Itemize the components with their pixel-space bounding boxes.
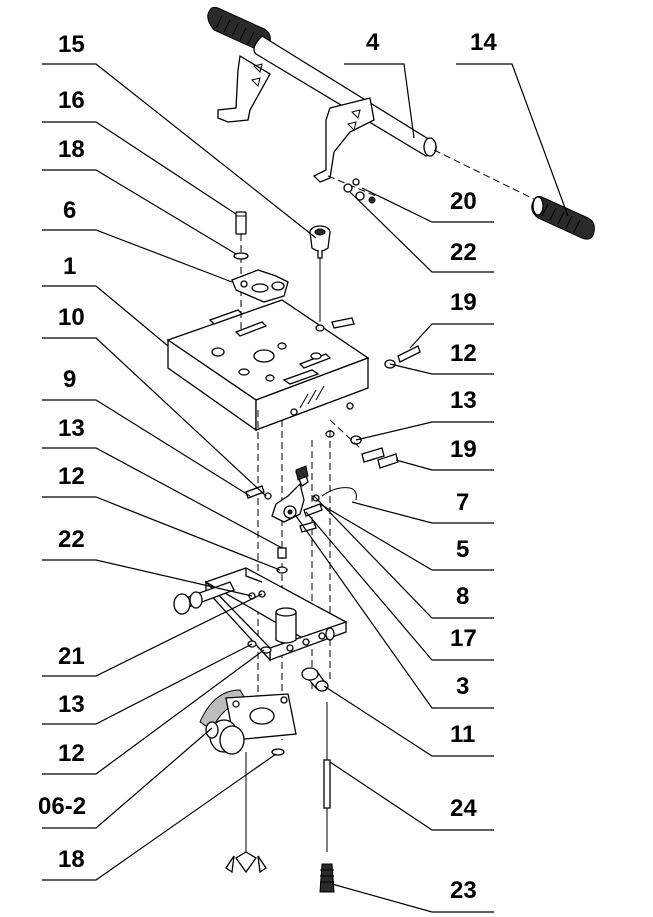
callout-20: 20	[450, 188, 477, 215]
callout-18: 18	[58, 136, 85, 163]
callout-12-a: 12	[58, 463, 85, 490]
callout-13-a: 13	[58, 415, 85, 442]
right-handle-bracket	[312, 97, 375, 183]
callout-4: 4	[366, 29, 380, 56]
callout-19-a: 19	[450, 289, 477, 316]
callout-6: 6	[63, 197, 76, 224]
control-knob	[309, 225, 331, 332]
callout-23: 23	[450, 877, 477, 904]
callout-24: 24	[450, 795, 477, 822]
callout-7: 7	[456, 489, 469, 516]
mounting-bracket	[173, 567, 348, 662]
right-grip	[531, 195, 595, 240]
leader-lines	[42, 63, 569, 913]
handlebar-assembly	[207, 6, 595, 240]
roller-spacer	[301, 667, 329, 692]
callout-9: 9	[63, 366, 76, 393]
callout-19-b: 19	[450, 436, 477, 463]
control-cable	[319, 702, 335, 893]
callout-22-a: 22	[58, 526, 85, 553]
callout-10: 10	[58, 304, 85, 331]
right-side-fasteners	[325, 345, 421, 469]
callout-12-b: 12	[58, 740, 85, 767]
cover-plate-group	[231, 211, 289, 330]
callout-21: 21	[58, 643, 85, 670]
callout-16: 16	[58, 87, 85, 114]
callout-11: 11	[450, 721, 475, 748]
control-box-housing	[166, 299, 370, 432]
callout-15: 15	[58, 31, 85, 58]
callout-12-c: 12	[450, 340, 477, 367]
callout-18-b: 18	[58, 846, 85, 873]
callout-13-c: 13	[450, 387, 477, 414]
callout-14: 14	[470, 29, 497, 56]
callout-5: 5	[456, 536, 469, 563]
callout-3: 3	[456, 673, 469, 700]
callouts-right: 4 14 20 22 19 12 13 19 7 5 8 17 3 11 24 …	[366, 29, 497, 904]
left-handle-bracket	[217, 54, 271, 123]
callout-22-b: 22	[450, 239, 477, 266]
callout-17: 17	[450, 625, 477, 652]
callout-1: 1	[63, 253, 76, 280]
callout-06-2: 06-2	[38, 793, 86, 820]
throttle-mount-assembly	[199, 689, 297, 874]
callout-8: 8	[456, 583, 469, 610]
callout-13-b: 13	[58, 691, 85, 718]
callouts-left: 15 16 18 6 1 10 9 13 12 22 21 13 12 06-2…	[38, 31, 86, 873]
